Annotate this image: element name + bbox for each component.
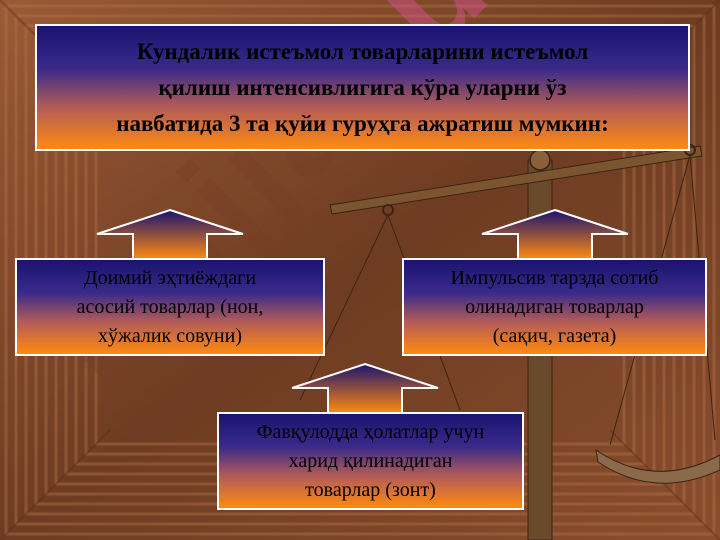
category-line: харид қилинадиган — [288, 449, 453, 472]
category-line: Импульсив тарзда сотиб — [450, 266, 659, 289]
title-line-1: Кундалик истеъмол товарларини истеъмол — [136, 38, 589, 64]
arrow-up-left — [96, 208, 244, 260]
category-line: (сақич, газета) — [492, 324, 617, 347]
arrow-up-bottom — [291, 362, 439, 414]
category-line: олинадиган товарлар — [465, 295, 644, 318]
title-line-3: навбатида 3 та қуйи гуруҳга ажратиш мумк… — [116, 110, 609, 136]
title-line-2: қилиш интенсивлигига кўра уларни ўз — [158, 74, 567, 100]
category-box-impulse: Импульсив тарзда сотиб олинадиган товарл… — [402, 258, 707, 356]
category-line: хўжалик совуни) — [98, 324, 242, 347]
category-line: товарлар (зонт) — [305, 478, 436, 501]
category-line: Доимий эҳтиёждаги — [83, 266, 257, 289]
category-box-staple: Доимий эҳтиёждаги асосий товарлар (нон, … — [15, 258, 325, 356]
arrow-up-right — [481, 208, 629, 260]
category-line: Фавқулодда ҳолатлар учун — [256, 420, 485, 443]
category-line: асосий товарлар (нон, — [76, 295, 264, 318]
title-text: Кундалик истеъмол товарларини истеъмол қ… — [116, 34, 608, 142]
category-box-emergency: Фавқулодда ҳолатлар учун харид қилинадиг… — [217, 412, 524, 510]
title-box: Кундалик истеъмол товарларини истеъмол қ… — [35, 24, 690, 151]
